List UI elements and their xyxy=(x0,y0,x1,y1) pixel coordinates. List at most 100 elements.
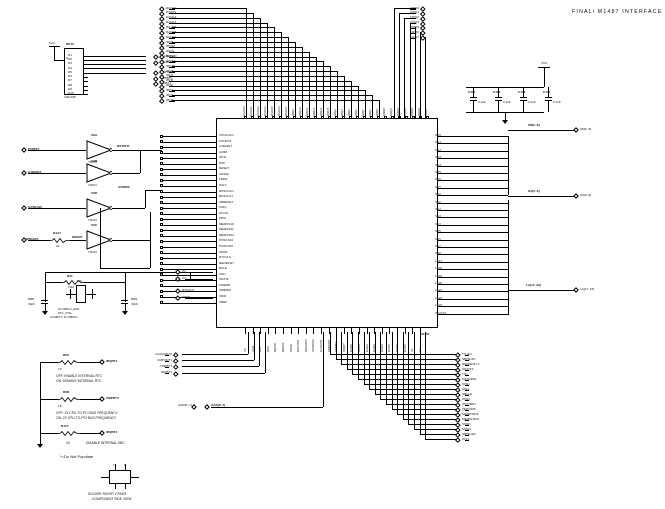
bottom-right-net-label-13: MEMW-BUF xyxy=(462,416,480,421)
ic-top-pin-marker-23 xyxy=(405,116,408,119)
top-bus-left-net-wire-15 xyxy=(169,81,175,83)
ic-right-pin-11: SA3 xyxy=(435,214,441,219)
rp10-pin-wire-9 xyxy=(84,94,88,96)
ic-top-pin-marker-20 xyxy=(384,116,387,119)
bottom-right-h-13 xyxy=(402,419,456,420)
ic-bottom-pin-wire-15 xyxy=(359,328,360,334)
ic-bottom-pin-8: IOCHRDY xyxy=(303,338,308,352)
crystal-y1-body xyxy=(76,285,86,303)
x-reset-label: X-RESET xyxy=(28,170,42,174)
ic-left-pin-marker-22 xyxy=(160,256,163,260)
ic-left-pin-marker-29 xyxy=(160,295,163,299)
top-bus-left-h-16 xyxy=(172,85,358,87)
rp10-pin-wire-1 xyxy=(84,59,146,61)
ic-bottom-pin-wire-23 xyxy=(419,328,421,334)
ic-right-pin-wire-20 xyxy=(438,284,508,285)
center-left-net-flag-2 xyxy=(175,288,181,294)
c23-value: 33pF xyxy=(28,302,36,306)
top-bus-right-net-label-5: DRQ6 xyxy=(410,30,419,34)
bottom-left-h-3 xyxy=(182,372,265,374)
top-bus-left-h-18 xyxy=(172,95,372,97)
bottom-right-v-10 xyxy=(386,332,387,404)
bottom-right-h-7 xyxy=(369,389,456,390)
ic-bottom-pin-wire-2 xyxy=(260,328,262,334)
rp10-pin-label-0: D1 xyxy=(68,52,72,57)
r6a-note-on: ON: DISABLE INTERNAL RTC xyxy=(56,379,102,383)
bottom-right-v-0 xyxy=(330,332,331,354)
gatea20-flag xyxy=(21,205,27,211)
top-bus-left-v-18 xyxy=(372,95,373,118)
ic-right-pin-12: SA4 xyxy=(435,221,441,226)
ic-left-pin-wire-30 xyxy=(162,302,216,304)
ic-left-pin-marker-8 xyxy=(160,178,163,182)
top-bus-left-h-17 xyxy=(172,90,365,92)
bottom-right-net-label-16: SBHE-EN xyxy=(462,432,476,436)
ic-left-pin-marker-25 xyxy=(160,273,163,277)
bottom-right-h-16 xyxy=(419,434,456,435)
bottom-right-v-1 xyxy=(335,332,337,359)
ic-left-pin-wire-14 xyxy=(162,213,216,215)
ic-top-pin-marker-26 xyxy=(426,116,429,119)
ic-right-pin-24: IOCS16 xyxy=(435,310,446,315)
top-bus-left-v-10 xyxy=(316,56,317,118)
bottom-right-net-wire-3 xyxy=(465,369,469,371)
bottom-right-net-label-9: IOW2 xyxy=(462,397,470,401)
ic-left-pin-wire-15 xyxy=(162,219,216,221)
bottom-left-h-2 xyxy=(182,366,260,368)
top-bus-left-net-label-2: DACK2 xyxy=(166,15,176,19)
ic-right-pin-wire-5 xyxy=(438,173,508,174)
ic-bottom-pin-wire-11 xyxy=(328,328,330,334)
ic-left-pin-wire-12 xyxy=(162,202,216,204)
r6a-refdes: R6A xyxy=(63,353,70,357)
top-bus-left-net-label-6: DACK7 xyxy=(166,35,176,39)
ic-bottom-pin-wire-3 xyxy=(267,328,269,334)
rp10-net-flag-1 xyxy=(153,59,159,65)
rp10-pin-label-5: D6 xyxy=(68,74,72,79)
bottom-right-net-wire-12 xyxy=(465,414,469,416)
ic-right-pin-wire-14 xyxy=(438,239,508,241)
bottom-left-net-flag-1 xyxy=(173,358,179,364)
top-bus-left-v-4 xyxy=(274,27,275,118)
gad-bus-flag xyxy=(204,404,210,410)
rp10-net-label-0: CLKRUNJO xyxy=(160,54,177,58)
top-bus-right-net-label-2: DRQ2 xyxy=(410,15,419,19)
jumper-pin2: 2 xyxy=(124,463,126,467)
ic-left-pin-wire-25 xyxy=(162,274,216,276)
jumper-note-2: COMPONENT SIDE VIEW xyxy=(92,497,132,501)
ic-left-pin-wire-6 xyxy=(162,169,216,171)
bottom-left-v-2 xyxy=(259,332,261,367)
ic-left-pin-marker-7 xyxy=(160,173,163,177)
rp10-pin-wire-7 xyxy=(84,85,88,87)
right-bus-collector-0 xyxy=(508,136,509,195)
ic-left-pin-26: IOCHK xyxy=(219,277,229,282)
ic-left-pin-wire-13 xyxy=(162,208,216,210)
ic-right-pin-wire-17 xyxy=(438,261,508,263)
ic-left-pin-wire-11 xyxy=(162,197,216,199)
top-bus-right-net-label-0: DRQ0 xyxy=(410,6,419,10)
r1a7-value: 22 xyxy=(56,244,60,248)
top-bus-right-net-wire-5 xyxy=(410,32,416,34)
decoupling-value-1: 0.1uF xyxy=(503,100,511,104)
bottom-right-v-8 xyxy=(374,332,376,394)
ic-left-pin-wire-7 xyxy=(162,174,216,176)
ic-bottom-pin-wire-18 xyxy=(381,328,383,334)
top-bus-left-net-wire-8 xyxy=(169,47,175,49)
ic-left-pin-wire-17 xyxy=(162,230,216,232)
ic-left-pin-21: SPKR xyxy=(219,249,228,254)
r6b-value: 1K xyxy=(58,404,62,408)
bottom-left-net-wire-0 xyxy=(165,354,169,356)
bottom-right-net-label-8: SBALE xyxy=(462,392,472,396)
top-bus-right-v-1 xyxy=(399,12,401,118)
rp10-net-flag-4 xyxy=(153,81,159,87)
ic-left-pin-3: A20M xyxy=(219,149,227,154)
ic-left-pin-7: IGNNE xyxy=(219,171,229,176)
top-bus-left-net-label-17: IRQ7 xyxy=(166,88,173,92)
bottom-left-net-label-2: CMPBTJ xyxy=(160,364,172,368)
r6b-net-flag xyxy=(99,396,105,402)
rp10-pin-label-7: D8 xyxy=(68,82,72,87)
ic-right-pin-wire-7 xyxy=(438,187,508,189)
bottom-right-v-3 xyxy=(346,332,348,369)
sa-bus-label: SA[0..8] xyxy=(528,189,540,193)
bottom-right-net-label-11: ZEROWS xyxy=(462,407,476,411)
top-bus-left-h-7 xyxy=(172,41,295,43)
